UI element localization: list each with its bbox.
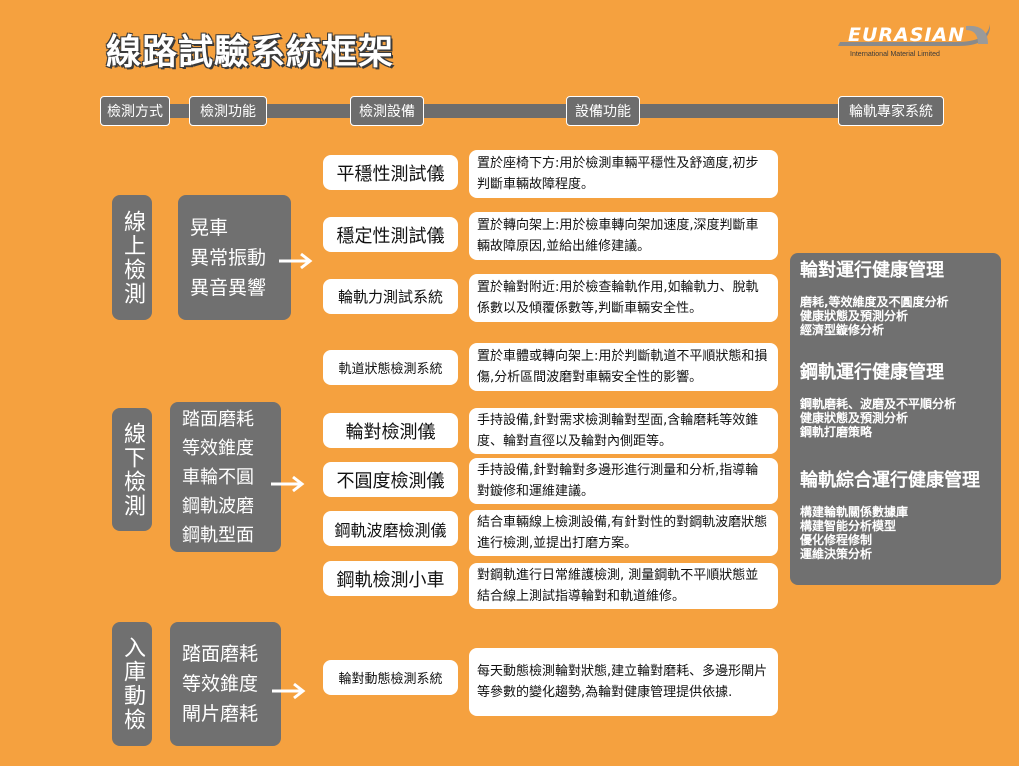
function-item: 閘片磨耗 bbox=[182, 703, 259, 725]
equipment-description: 置於轉向架上:用於檢車轉向架加速度,深度判斷車輛故障原因,並給出維修建議。 bbox=[469, 212, 778, 260]
expert-item: 經濟型鏇修分析 bbox=[800, 323, 885, 337]
equipment-name: 不圓度檢測儀 bbox=[323, 462, 458, 497]
function-item: 鋼軌型面 bbox=[182, 524, 254, 546]
arrow-right-icon bbox=[279, 252, 313, 270]
equipment-description: 手持設備,針對輪對多邊形進行測量和分析,指導輪對鏇修和運維建議。 bbox=[469, 458, 778, 504]
function-item: 車輪不圓 bbox=[182, 466, 254, 488]
function-box-offline: 踏面磨耗 等效錐度 車輪不圓 鋼軌波磨 鋼軌型面 bbox=[170, 402, 281, 552]
function-box-depot: 踏面磨耗 等效錐度 閘片磨耗 bbox=[170, 622, 281, 746]
header-expert-system: 輪軌專家系統 bbox=[838, 96, 944, 126]
expert-heading: 鋼軌運行健康管理 bbox=[800, 362, 944, 383]
expert-item: 健康狀態及預測分析 bbox=[800, 411, 909, 425]
equipment-name: 軌道狀態檢測系統 bbox=[323, 350, 458, 385]
logo-subtitle: International Material Limited bbox=[850, 51, 940, 58]
header-method: 檢測方式 bbox=[100, 96, 170, 126]
function-item: 等效錐度 bbox=[182, 437, 254, 459]
expert-item: 鋼軌打磨策略 bbox=[800, 425, 873, 439]
equipment-description: 置於座椅下方:用於檢測車輛平穩性及舒適度,初步判斷車輛故障程度。 bbox=[469, 150, 778, 198]
equipment-name: 平穩性測試儀 bbox=[323, 155, 458, 190]
method-label: 線上檢測 bbox=[120, 209, 145, 306]
expert-heading: 輪對運行健康管理 bbox=[800, 260, 944, 281]
equipment-description: 置於輪對附近:用於檢查輪軌作用,如輪軌力、脫軌係數以及傾覆係數等,判斷車輛安全性… bbox=[469, 274, 778, 322]
equipment-description: 置於車體或轉向架上:用於判斷軌道不平順狀態和損傷,分析區間波磨對車輛安全性的影響… bbox=[469, 343, 778, 391]
expert-item: 構建輪軌關係數據庫 bbox=[800, 505, 909, 519]
header-connector bbox=[100, 104, 940, 118]
equipment-description: 每天動態檢測輪對狀態,建立輪對磨耗、多邊形閘片等參數的變化趨勢,為輪對健康管理提… bbox=[469, 648, 778, 716]
expert-item: 構建智能分析模型 bbox=[800, 519, 897, 533]
method-label: 入庫動檢 bbox=[120, 636, 145, 732]
method-depot: 入庫動檢 bbox=[112, 622, 152, 746]
equipment-name: 鋼軌波磨檢測儀 bbox=[323, 511, 458, 546]
logo-swoosh-icon bbox=[838, 24, 990, 46]
expert-item: 優化修程修制 bbox=[800, 533, 873, 547]
expert-item: 運維決策分析 bbox=[800, 547, 873, 561]
method-offline: 線下檢測 bbox=[112, 408, 152, 531]
equipment-name: 穩定性測試儀 bbox=[323, 217, 458, 252]
arrow-right-icon bbox=[272, 682, 306, 700]
equipment-description: 結合車輛線上檢測設備,有針對性的對鋼軌波磨狀態進行檢測,並提出打磨方案。 bbox=[469, 510, 778, 556]
method-label: 線下檢測 bbox=[120, 421, 145, 518]
method-online: 線上檢測 bbox=[112, 195, 152, 320]
page-title: 線路試驗系統框架 bbox=[106, 33, 395, 73]
equipment-description: 手持設備,針對需求檢測輪對型面,含輪磨耗等效錐度、輪對直徑以及輪對內側距等。 bbox=[469, 408, 778, 454]
expert-heading: 輪軌綜合運行健康管理 bbox=[800, 470, 980, 491]
equipment-description: 對鋼軌進行日常維護檢測, 測量鋼軌不平順狀態並結合線上測試指導輪對和軌道維修。 bbox=[469, 563, 778, 609]
company-logo: EURASIAN International Material Limited bbox=[838, 22, 998, 62]
function-item: 鋼軌波磨 bbox=[182, 495, 254, 517]
equipment-name: 鋼軌檢測小車 bbox=[323, 561, 458, 596]
header-function: 檢測功能 bbox=[189, 96, 267, 126]
expert-item: 鋼軌磨耗、波磨及不平順分析 bbox=[800, 397, 957, 411]
function-item: 踏面磨耗 bbox=[182, 408, 254, 430]
function-item: 異常振動 bbox=[190, 246, 267, 269]
expert-system-panel: 輪對運行健康管理 磨耗,等效維度及不圓度分析 健康狀態及預測分析 經濟型鏇修分析… bbox=[790, 253, 1001, 585]
header-equipment-function: 設備功能 bbox=[566, 96, 640, 126]
function-item: 等效錐度 bbox=[182, 673, 259, 695]
function-item: 晃車 bbox=[190, 216, 229, 239]
function-item: 踏面磨耗 bbox=[182, 643, 259, 665]
expert-item: 健康狀態及預測分析 bbox=[800, 309, 909, 323]
expert-item: 磨耗,等效維度及不圓度分析 bbox=[800, 295, 949, 309]
equipment-name: 輪對檢測儀 bbox=[323, 413, 458, 448]
arrow-right-icon bbox=[271, 475, 305, 493]
function-item: 異音異響 bbox=[190, 276, 267, 299]
equipment-name: 輪軌力測試系統 bbox=[323, 279, 458, 314]
function-box-online: 晃車 異常振動 異音異響 bbox=[178, 195, 291, 320]
logo-brand: EURASIAN bbox=[848, 24, 966, 46]
equipment-name: 輪對動態檢測系統 bbox=[323, 660, 458, 695]
header-equipment: 檢測設備 bbox=[350, 96, 424, 126]
